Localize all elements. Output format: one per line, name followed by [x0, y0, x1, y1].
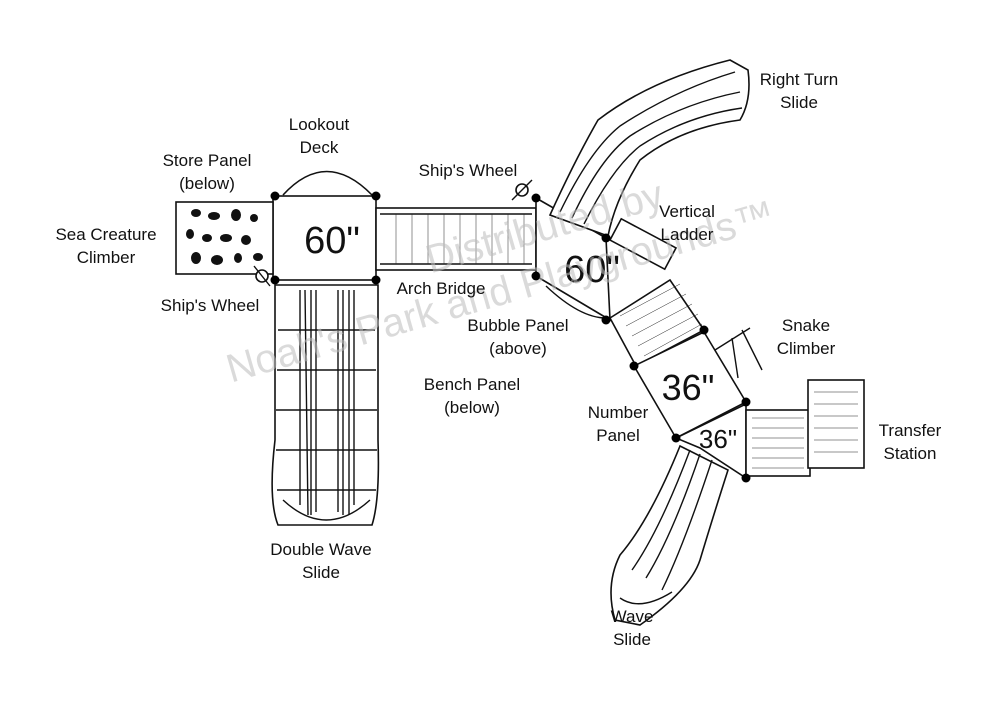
label-lookout-deck-1: Lookout — [289, 115, 350, 134]
label-ships-wheel-top: Ship's Wheel — [419, 161, 518, 180]
deck-height-36-lower: 36" — [699, 424, 737, 454]
posts — [270, 191, 751, 483]
label-bench-panel-2: (below) — [444, 398, 500, 417]
label-double-wave-slide-2: Slide — [302, 563, 340, 582]
label-transfer-station-1: Transfer — [879, 421, 942, 440]
deck-height-center: 60" — [564, 249, 620, 291]
deck-height-left: 60" — [304, 220, 360, 262]
label-vertical-ladder-1: Vertical — [659, 202, 715, 221]
label-wave-slide-1: Wave — [611, 607, 654, 626]
label-bench-panel-1: Bench Panel — [424, 375, 520, 394]
label-right-turn-slide-1: Right Turn — [760, 70, 838, 89]
label-lookout-deck-2: Deck — [300, 138, 339, 157]
label-store-panel-2: (below) — [179, 174, 235, 193]
arch-bridge-slats — [380, 213, 532, 265]
label-wave-slide-2: Slide — [613, 630, 651, 649]
label-transfer-station-2: Station — [884, 444, 937, 463]
deck-left — [175, 170, 537, 281]
ships-wheel-icon — [511, 179, 533, 201]
label-number-panel-2: Panel — [596, 426, 639, 445]
label-double-wave-slide-1: Double Wave — [270, 540, 371, 559]
label-sea-creature-climber-1: Sea Creature — [55, 225, 156, 244]
label-vertical-ladder-2: Ladder — [661, 225, 714, 244]
deck-height-36-upper: 36" — [662, 367, 715, 408]
label-right-turn-slide-2: Slide — [780, 93, 818, 112]
label-sea-creature-climber-2: Climber — [77, 248, 136, 267]
label-arch-bridge: Arch Bridge — [397, 279, 486, 298]
deck-center — [535, 59, 865, 626]
label-store-panel-1: Store Panel — [163, 151, 252, 170]
double-wave-slide-shape — [271, 284, 380, 526]
ships-wheel-icon — [253, 265, 271, 287]
label-ships-wheel-left: Ship's Wheel — [161, 296, 260, 315]
label-snake-climber-2: Climber — [777, 339, 836, 358]
climbing-holds — [186, 209, 263, 265]
label-bubble-panel-1: Bubble Panel — [467, 316, 568, 335]
label-number-panel-1: Number — [588, 403, 649, 422]
label-bubble-panel-2: (above) — [489, 339, 547, 358]
label-snake-climber-1: Snake — [782, 316, 830, 335]
